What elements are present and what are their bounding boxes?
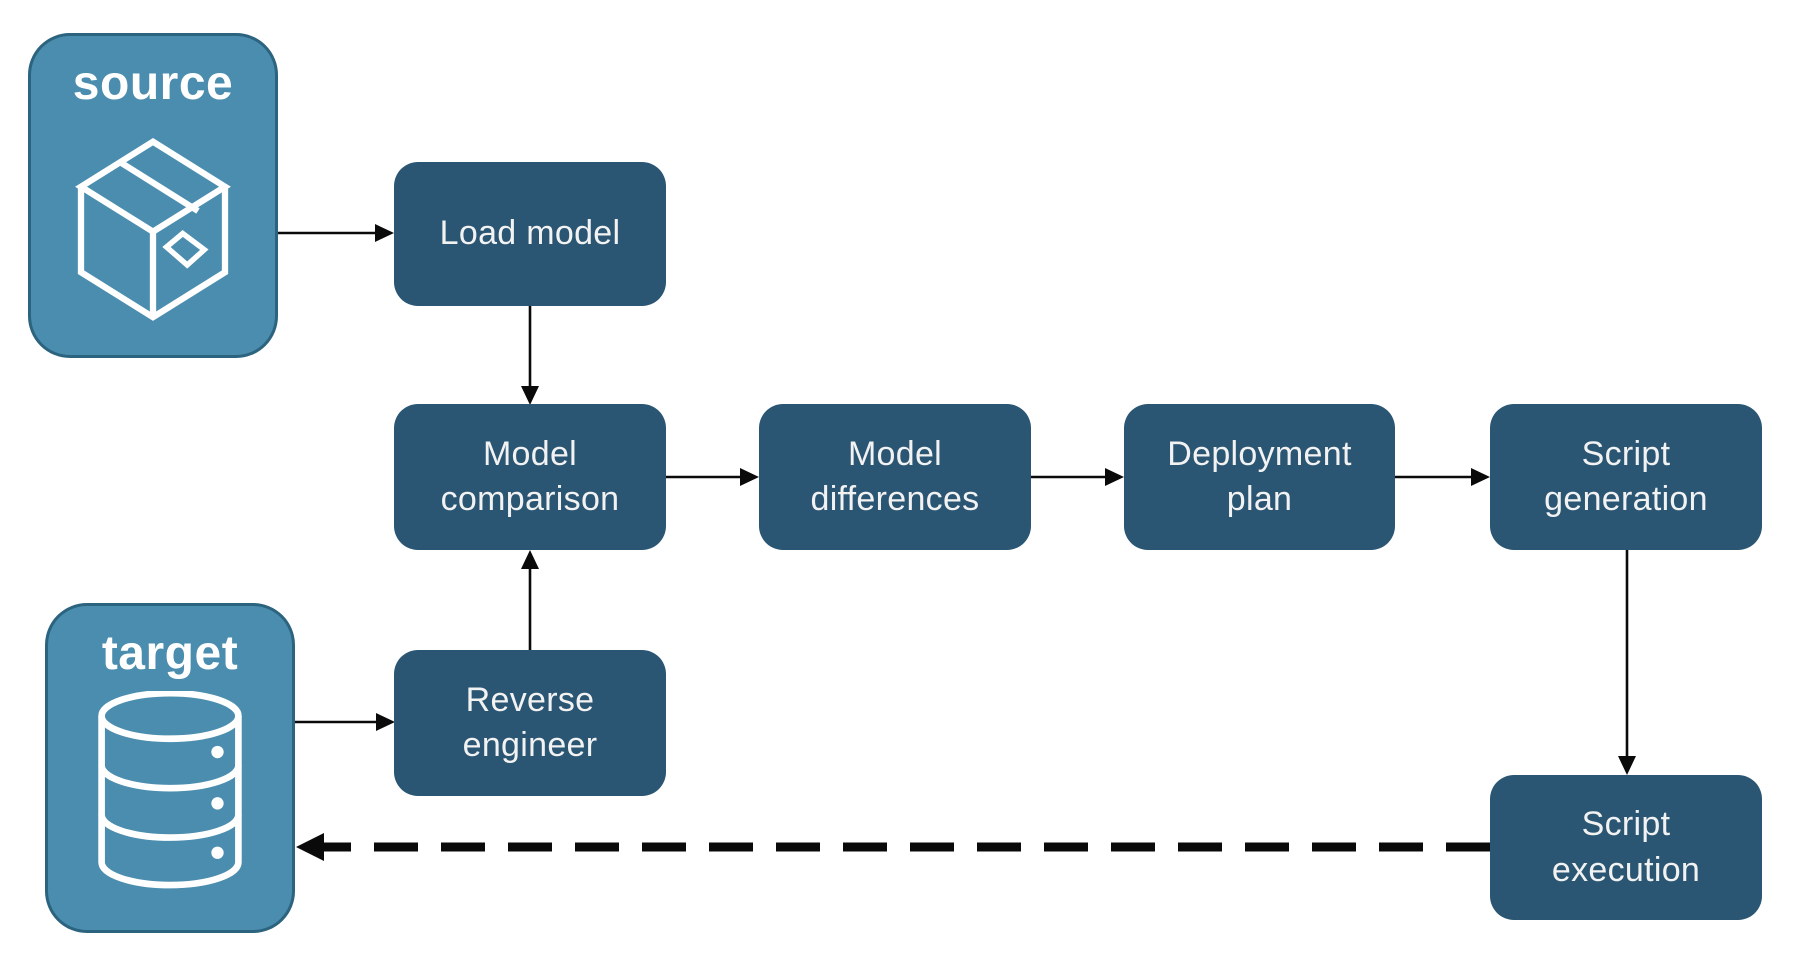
node-script-generation-label: Script generation — [1544, 434, 1708, 518]
node-script-execution: Script execution — [1490, 775, 1762, 920]
edge-source-to-load-model — [278, 224, 394, 242]
edge-deployment-plan-to-script-generation — [1395, 468, 1490, 486]
edge-target-to-reverse-engineer — [295, 713, 395, 731]
node-model-comparison-label: Model comparison — [440, 434, 620, 518]
node-reverse-engineer: Reverse engineer — [394, 650, 666, 796]
container-source-label: source — [72, 57, 234, 110]
node-script-execution-label: Script execution — [1551, 805, 1701, 889]
edge-script-execution-to-target — [296, 833, 1490, 861]
container-target: target — [45, 603, 295, 933]
container-target-label: target — [101, 627, 239, 680]
node-reverse-engineer-label: Reverse engineer — [462, 680, 598, 764]
edge-reverse-engineer-to-model-comparison — [521, 550, 539, 650]
edge-load-model-to-model-comparison — [521, 306, 539, 405]
node-load-model: Load model — [394, 162, 666, 306]
node-model-differences-label: Model differences — [810, 434, 980, 518]
container-source: source — [28, 33, 278, 358]
node-deployment-plan-label: Deployment plan — [1167, 434, 1352, 518]
database-icon — [98, 691, 242, 889]
edge-model-comparison-to-model-differences — [666, 468, 759, 486]
edge-script-generation-to-script-execution — [1618, 550, 1636, 775]
node-model-differences: Model differences — [759, 404, 1031, 550]
edge-model-differences-to-deployment-plan — [1031, 468, 1124, 486]
node-script-generation: Script generation — [1490, 404, 1762, 550]
node-model-comparison: Model comparison — [394, 404, 666, 550]
node-deployment-plan: Deployment plan — [1124, 404, 1395, 550]
node-load-model-label: Load model — [439, 214, 621, 253]
package-icon — [75, 137, 231, 321]
